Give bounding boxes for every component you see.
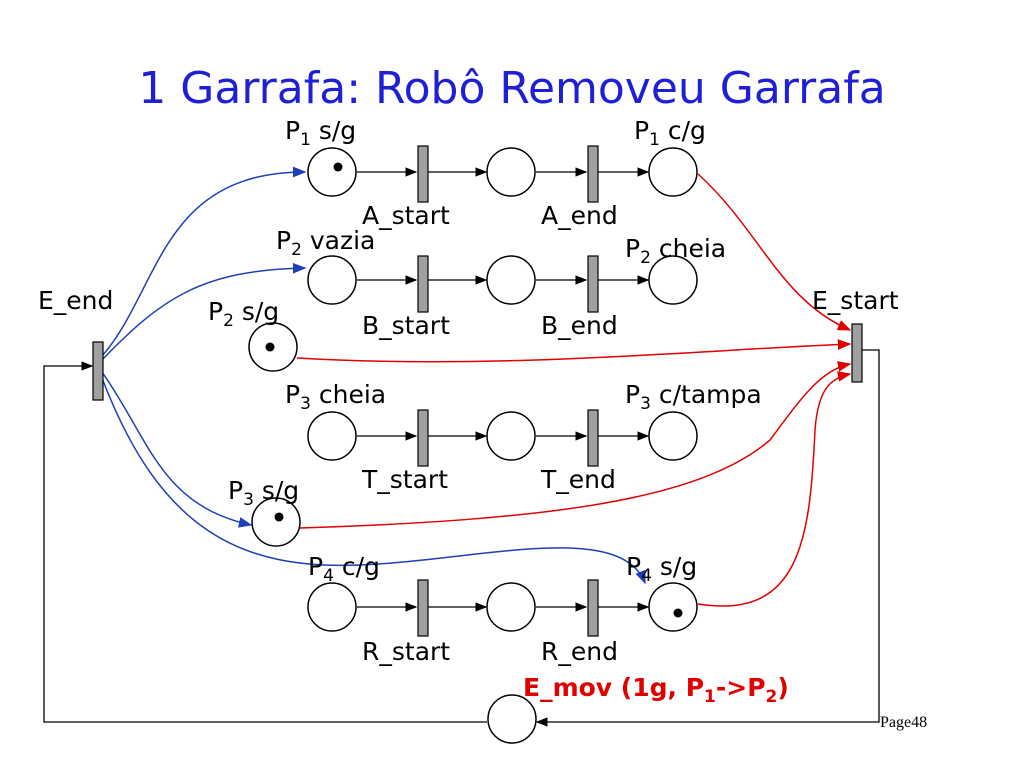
transition-b-end: [587, 255, 599, 313]
label-p1-sg: P1 s/g: [285, 116, 356, 150]
slide-title: 1 Garrafa: Robô Removeu Garrafa: [138, 63, 885, 114]
label-p2-vazia: P2 vazia: [276, 226, 375, 260]
label-t-start: T_start: [361, 465, 448, 494]
label-p1-cg: P1 c/g: [634, 116, 706, 150]
place-p1-sg: [307, 147, 357, 197]
token-p2-sg: [265, 342, 275, 352]
page-number: Page48: [880, 714, 927, 731]
place-p4-sg: [648, 582, 698, 632]
label-e-start: E_start: [812, 286, 899, 315]
token-p4-sg: [673, 608, 683, 618]
token-p1-sg: [333, 162, 343, 172]
place-p2-cheia: [648, 255, 698, 305]
label-p3-sg: P3 s/g: [228, 476, 299, 510]
label-b-end: B_end: [541, 311, 618, 340]
label-p3-tampa: P3 c/tampa: [625, 380, 762, 414]
feedback-loop-arcs: [43, 349, 880, 727]
place-e-mov: [487, 694, 537, 744]
label-a-start: A_start: [362, 201, 450, 230]
transition-a-end: [587, 145, 599, 203]
place-row2-middle: [486, 255, 536, 305]
label-p2-sg: P2 s/g: [208, 297, 279, 331]
places: [248, 147, 698, 744]
place-p3-cheia: [307, 411, 357, 461]
label-r-start: R_start: [362, 637, 450, 666]
label-p4-sg: P4 s/g: [626, 552, 697, 586]
token-p3-sg: [274, 512, 284, 522]
place-p3-sg: [251, 497, 301, 547]
transition-r-end: [587, 579, 599, 637]
transition-a-start: [417, 145, 429, 203]
label-p3-cheia: P3 cheia: [285, 380, 386, 414]
place-row1-middle: [486, 147, 536, 197]
place-row4-middle: [486, 582, 536, 632]
label-a-end: A_end: [541, 201, 618, 230]
label-e-end: E_end: [38, 286, 113, 315]
labels: P1 s/g P1 c/g A_start A_end P2 vazia P2 …: [38, 116, 899, 707]
transitions: [92, 145, 863, 637]
place-p2-vazia: [307, 255, 357, 305]
label-p2-cheia: P2 cheia: [625, 234, 726, 268]
transition-t-end: [587, 409, 599, 467]
transition-e-start: [851, 323, 863, 383]
transition-e-end: [92, 341, 104, 401]
label-t-end: T_end: [540, 465, 616, 494]
transition-r-start: [417, 579, 429, 637]
transition-b-start: [417, 255, 429, 313]
place-p4-cg: [307, 582, 357, 632]
place-p1-cg: [648, 147, 698, 197]
row-arcs: [357, 167, 650, 612]
place-p3-tampa: [648, 411, 698, 461]
label-b-start: B_start: [362, 311, 450, 340]
label-r-end: R_end: [541, 637, 618, 666]
label-e-mov: E_mov (1g, P1->P2): [523, 673, 789, 707]
red-arcs: [296, 173, 852, 607]
transition-t-start: [417, 409, 429, 467]
label-p4-cg: P4 c/g: [308, 552, 380, 586]
blue-arcs: [101, 166, 646, 585]
place-row3-middle: [486, 411, 536, 461]
